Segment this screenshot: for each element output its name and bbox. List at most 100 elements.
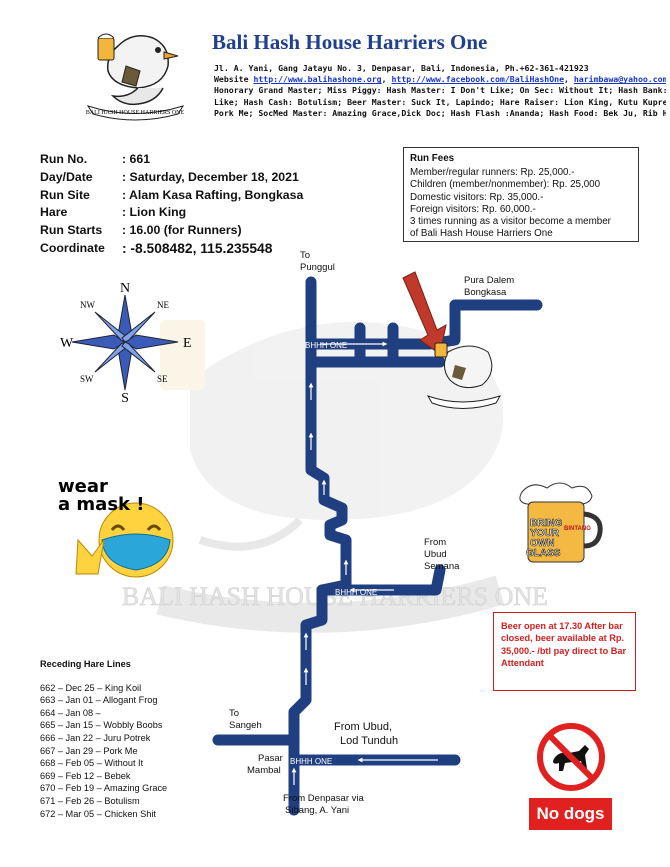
- address-line: Jl. A. Yani, Gang Jatayu No. 3, Denpasar…: [214, 63, 589, 73]
- route-map: BALI HASH HOUSE HARRIERS ONE N S E W NE …: [60, 250, 548, 816]
- email-link[interactable]: harimbawa@yahoo.com: [573, 74, 666, 85]
- mask-line: a mask !: [58, 494, 145, 515]
- fee-line: Foreign visitors: Rp. 60,000.-: [410, 203, 536, 215]
- compass-rose: N S E W NE NW SE SW: [60, 281, 192, 406]
- hare-key: Hare: [40, 205, 68, 220]
- label-to-punggul: To: [300, 250, 310, 261]
- road-label-bhhh-one: BHHH ONE: [335, 588, 377, 597]
- list-item: 666 – Jan 22 – Juru Potrek: [40, 732, 151, 743]
- list-item: 670 – Feb 19 – Amazing Grace: [40, 783, 168, 794]
- run-site-pointer-arrow: [402, 271, 447, 355]
- website-prefix: Website: [214, 74, 254, 85]
- label-pasar-mambal: Pasar: [258, 753, 283, 764]
- run-fees-title: Run Fees: [410, 153, 455, 164]
- list-item: 667 – Jan 29 – Pork Me: [40, 745, 138, 756]
- coordinate-row: Coordinate : -8.508482, 115.235548: [40, 240, 303, 258]
- compass-east: E: [183, 336, 192, 351]
- website-separator: ,: [564, 74, 574, 85]
- list-item: 669 – Feb 12 – Bebek: [40, 770, 131, 781]
- label-ubud-semana: Semana: [424, 561, 460, 572]
- label-to-punggul: Punggul: [300, 262, 335, 273]
- label-from-ubud: From Ubud,: [334, 721, 392, 733]
- watermark-logo: [160, 320, 504, 551]
- label-to-sangeh: Sangeh: [229, 720, 262, 731]
- label-ubud-semana: Ubud: [424, 549, 447, 560]
- run-site-row: Run Site : Alam Kasa Rafting, Bongkasa: [40, 187, 303, 205]
- run-site-logo: [426, 342, 502, 409]
- run-fees-box: Run Fees Member/regular runners: Rp. 25,…: [403, 147, 639, 242]
- logo-banner-text: BALI HASH HOUSE HARRIERS ONE: [86, 110, 185, 116]
- ubud-semana-road: [316, 564, 446, 596]
- label-ubud-semana: From: [424, 537, 446, 548]
- compass-north: N: [120, 281, 130, 296]
- label-from-denpasar: From Denpasar via: [283, 793, 364, 804]
- list-item: 664 – Jan 08 –: [40, 707, 101, 718]
- receding-title: Receding Hare Lines: [40, 659, 131, 669]
- run-starts-key: Run Starts: [40, 223, 103, 238]
- date-key: Day/Date: [40, 169, 93, 184]
- list-item: 665 – Jan 15 – Wobbly Boobs: [40, 720, 163, 731]
- road-label-bhhh-one: BHHH ONE: [290, 757, 332, 766]
- brand-label: BINTANG: [564, 526, 591, 532]
- receding-hare-lines: Receding Hare Lines 662 – Dec 25 – King …: [40, 658, 167, 820]
- committee-line: Pork Me; SocMed Master: Amazing Grace,Di…: [214, 107, 666, 118]
- fee-line: Member/regular runners: Rp. 25,000.-: [410, 167, 575, 179]
- list-item: 662 – Dec 25 – King Koil: [40, 682, 142, 693]
- list-item: 671 – Feb 26 – Botulism: [40, 795, 140, 806]
- no-dogs-label: No dogs: [529, 798, 612, 830]
- hare-row: Hare : Lion King: [40, 204, 303, 222]
- run-starts-value: : 16.00 (for Runners): [122, 223, 242, 238]
- wear-a-mask-text: wear a mask !: [58, 478, 144, 514]
- compass-ne: NE: [157, 300, 169, 310]
- label-to-sangeh: To: [229, 708, 239, 719]
- page-title: Bali Hash House Harriers One: [212, 30, 488, 54]
- mask-emoji: [75, 502, 174, 578]
- facebook-link[interactable]: http://www.facebook.com/BaliHashOne: [391, 74, 564, 85]
- route-arrows: [291, 341, 438, 785]
- date-row: Day/Date : Saturday, December 18, 2021: [40, 169, 303, 187]
- byog-text: YOUR: [530, 528, 560, 539]
- watermark-banner: [156, 575, 505, 633]
- committee-line: Like; Hash Cash: Botulism; Beer Master: …: [214, 96, 666, 107]
- header-info: Jl. A. Yani, Gang Jatayu No. 3, Denpasar…: [214, 63, 666, 119]
- label-pura-dalem: Pura Dalem: [464, 275, 514, 286]
- road-label-bhhh-one: BHHH ONE: [305, 341, 347, 350]
- label-pura-dalem: Bongkasa: [464, 287, 507, 298]
- fee-line: Children (member/nonmember): Rp. 25,000: [410, 179, 601, 191]
- website-line: Website http://www.balihashone.org, http…: [214, 74, 666, 85]
- compass-south: S: [121, 391, 129, 406]
- no-dogs-icon: [537, 723, 605, 791]
- byog-text: OWN: [530, 538, 554, 549]
- run-number-value: : 661: [122, 152, 151, 166]
- mask-line: wear: [58, 476, 108, 497]
- hare-value: : Lion King: [122, 205, 187, 220]
- run-number-row: Run No. : 661: [40, 151, 303, 169]
- website-separator: ,: [381, 74, 392, 85]
- coordinate-key: Coordinate: [40, 240, 105, 255]
- run-site-key: Run Site: [40, 187, 90, 202]
- fee-line: Domestic visitors: Rp. 35,000.-: [410, 191, 544, 203]
- compass-nw: NW: [80, 300, 95, 310]
- label-pasar-mambal: Mambal: [247, 765, 281, 776]
- byog-text: BRING: [530, 518, 562, 529]
- fee-line: of Bali Hash House Harriers One: [410, 228, 553, 240]
- website-link[interactable]: http://www.balihashone.org: [253, 74, 382, 85]
- fee-line: 3 times running as a visitor become a me…: [410, 216, 611, 228]
- byog-text: GLASS: [526, 548, 561, 559]
- committee-line: Honorary Grand Master; Miss Piggy: Hash …: [214, 85, 666, 96]
- run-info-table: Run No. : 661 Day/Date : Saturday, Decembe…: [40, 151, 303, 258]
- label-from-ubud: Lod Tunduh: [340, 735, 398, 747]
- beer-note-box: Beer open at 17.30 After bar closed, bee…: [493, 612, 636, 691]
- list-item: 668 – Feb 05 – Without It: [40, 758, 144, 769]
- run-number-key: Run No.: [40, 152, 88, 166]
- compass-se: SE: [157, 374, 168, 384]
- compass-west: W: [60, 336, 74, 351]
- run-starts-row: Run Starts : 16.00 (for Runners): [40, 222, 303, 240]
- list-item: 663 – Jan 01 – Allogant Frog: [40, 695, 158, 706]
- run-site-value: : Alam Kasa Rafting, Bongkasa: [122, 187, 304, 202]
- date-value: : Saturday, December 18, 2021: [122, 169, 299, 184]
- compass-sw: SW: [80, 374, 94, 384]
- beer-glass-icon: BRING YOUR OWN GLASS BINTANG: [519, 482, 603, 563]
- hash-logo: BALI HASH HOUSE HARRIERS ONE: [86, 33, 185, 121]
- coordinate-value[interactable]: : -8.508482, 115.235548: [122, 240, 273, 256]
